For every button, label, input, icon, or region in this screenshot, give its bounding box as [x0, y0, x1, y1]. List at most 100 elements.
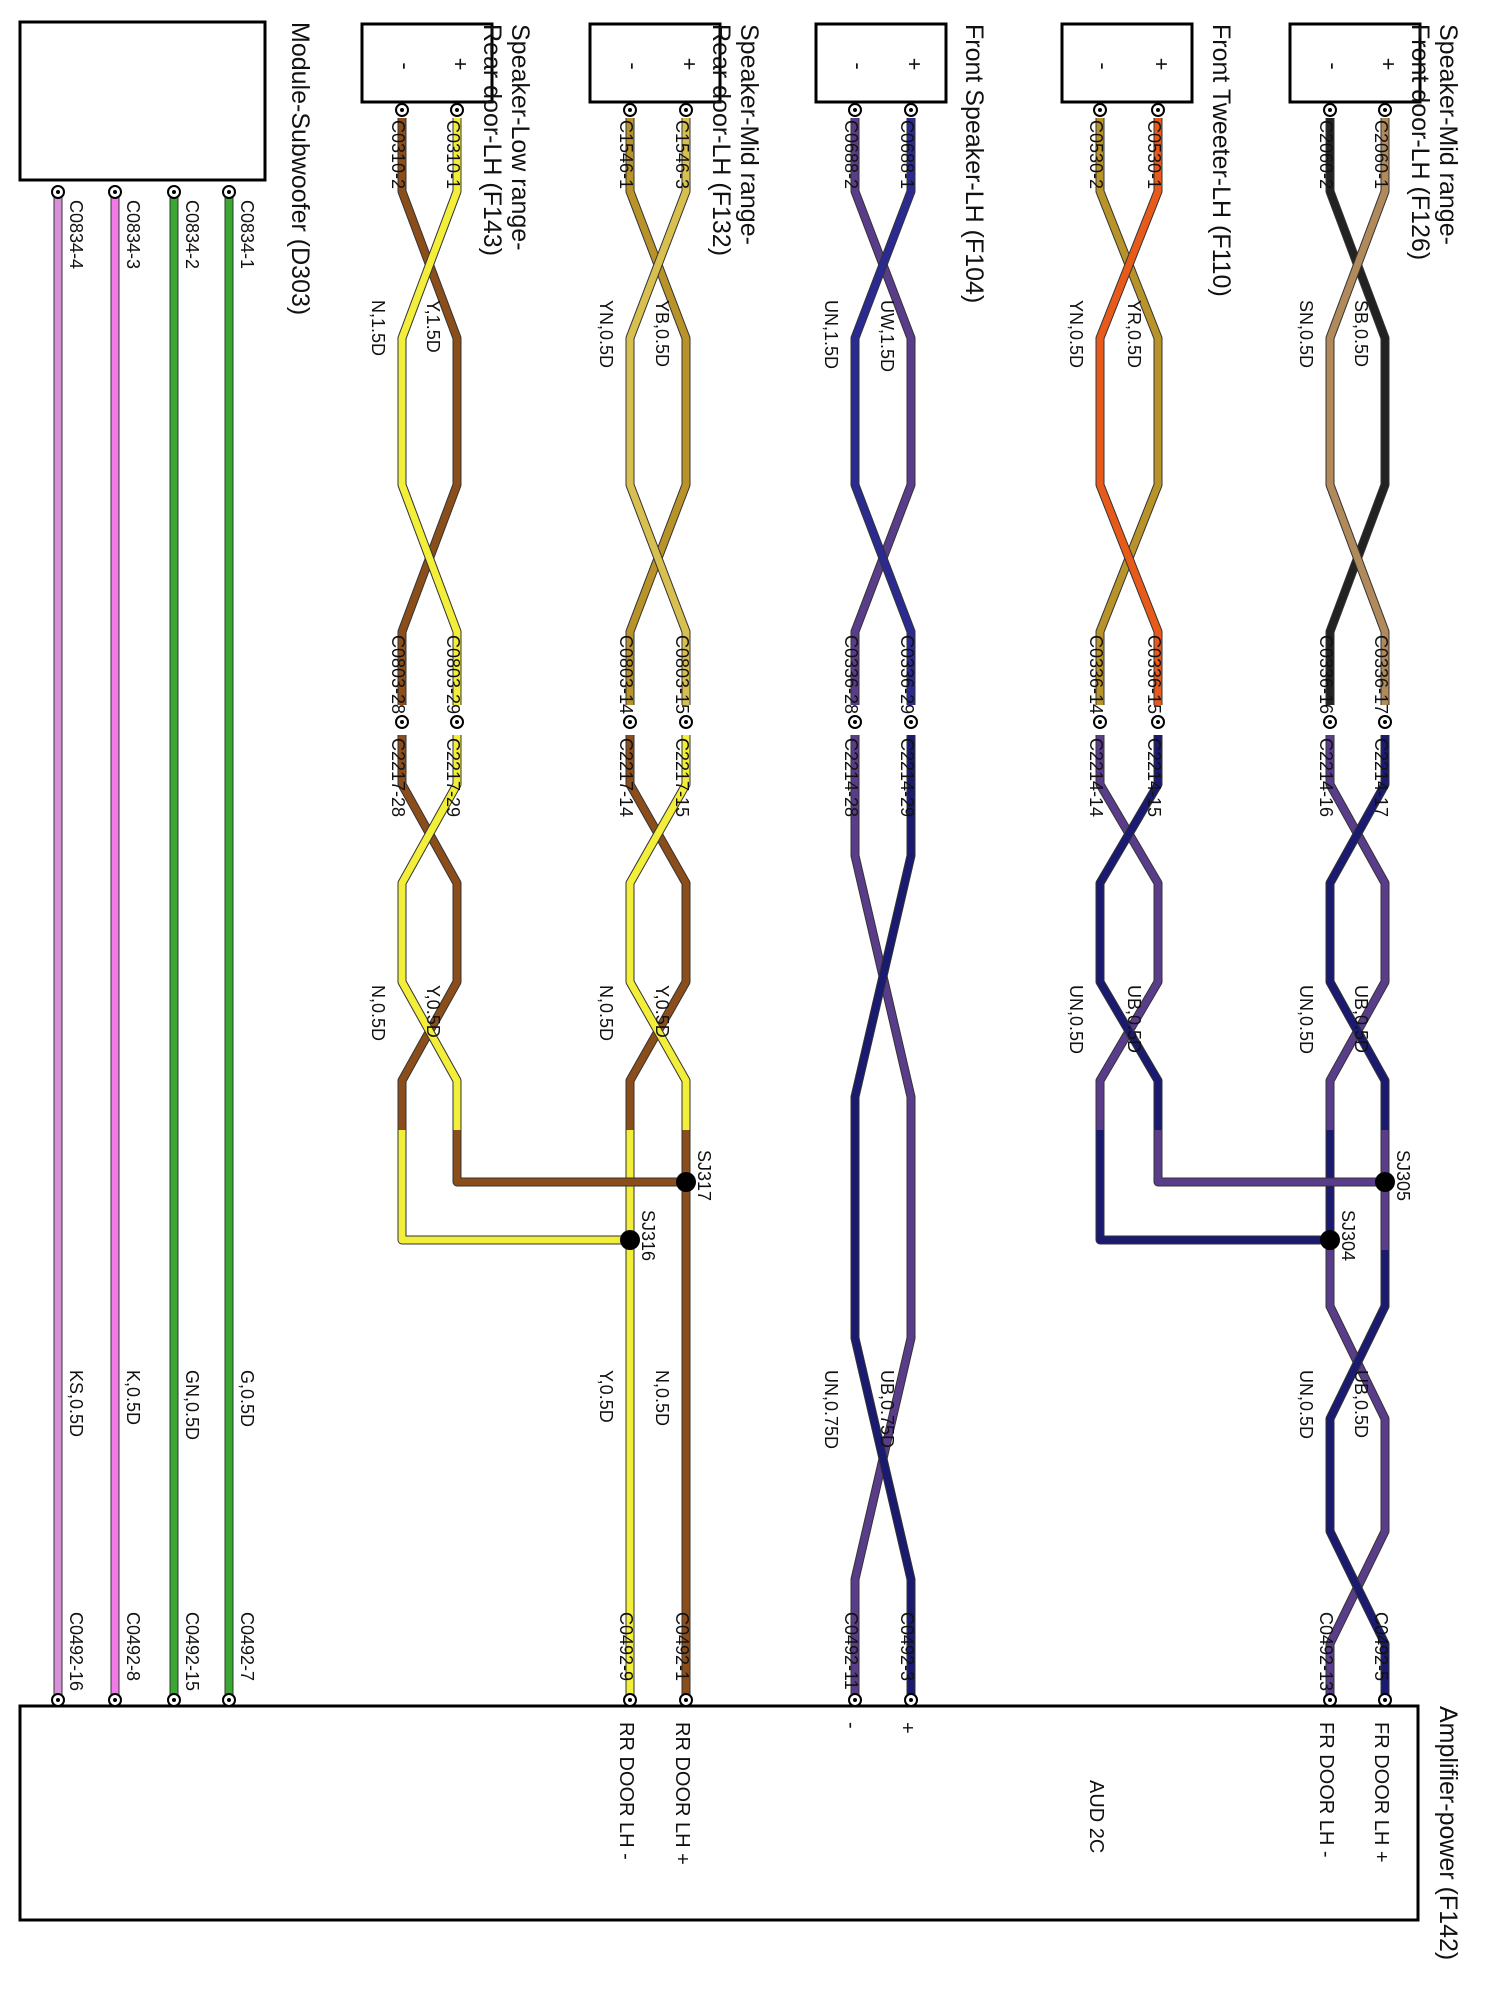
speaker-2-wire3-plus-label: UB,0.75D: [877, 1370, 897, 1448]
speaker-2-inline-pin-minus-dot: [853, 720, 857, 724]
speaker-4-conn-plus: C0310-1: [443, 120, 463, 189]
speaker-4-join-minus: [398, 1130, 630, 1244]
speaker-4-run1-plus: [398, 118, 461, 705]
speaker-1-inline-plus: C0336-15: [1144, 635, 1164, 714]
speaker-1-wire1-plus-label: YR,0.5D: [1124, 300, 1144, 368]
speaker-box-1: [1060, 22, 1194, 104]
speaker-0-wire3-minus-label: UN,0.5D: [1296, 1370, 1316, 1439]
speaker-4-inline2-minus: C2217-28: [388, 738, 408, 817]
subwoofer-conn-3: C0834-4: [66, 200, 86, 269]
subwoofer-pin-2-dot: [113, 190, 117, 194]
speaker-0-wire1-plus-label: SB,0.5D: [1351, 300, 1371, 367]
splice-sj316: [620, 1230, 640, 1250]
speaker-1-join-plus: [1154, 1130, 1385, 1186]
speaker-2-plus-sign: +: [902, 58, 927, 71]
speaker-3-title-line2: Rear door-LH (F132): [707, 24, 735, 256]
speaker-0-pin-minus-dot: [1328, 108, 1332, 112]
speaker-2-amp-pin-minus-dot: [853, 1698, 857, 1702]
speaker-1-run2-plus: [1096, 735, 1162, 1130]
speaker-0-plus-sign: +: [1376, 58, 1401, 71]
speaker-1-pin-plus-dot: [1156, 108, 1160, 112]
speaker-2-inline-plus: C0336-29: [897, 635, 917, 714]
speaker-3-run1-plus: [626, 118, 690, 705]
speaker-0-inline2-plus: C2214-17: [1371, 738, 1391, 817]
subwoofer-amp-pin-1-dot: [172, 1698, 176, 1702]
speaker-1-minus-sign: -: [1091, 62, 1116, 69]
speaker-2-wire1-minus-label: UN,1.5D: [821, 300, 841, 369]
speaker-0-conn-minus: C2060-2: [1316, 120, 1336, 189]
speaker-3-inline2-plus: C2217-15: [672, 738, 692, 817]
amplifier-code: AUD 2C: [1085, 1780, 1107, 1853]
amplifier-pin-label-5: RR DOOR LH -: [615, 1722, 637, 1860]
speaker-2-conn-minus: C0688-2: [841, 120, 861, 189]
speaker-0-wire2-plus-label: UB,0.5D: [1351, 985, 1371, 1053]
speaker-4-run2-plus: [398, 735, 461, 1130]
speaker-0-run2-minus: [1326, 735, 1389, 1130]
subwoofer-conn-1: C0834-2: [182, 200, 202, 269]
speaker-4-inline2-plus: C2217-29: [443, 738, 463, 817]
speaker-4-join-plus: [453, 1130, 686, 1186]
splice-sj317: [676, 1172, 696, 1192]
speaker-1-inline-pin-plus-dot: [1156, 720, 1160, 724]
speaker-3-conn-plus: C1546-3: [672, 120, 692, 189]
speaker-1-wire2-minus-label: UN,0.5D: [1066, 985, 1086, 1054]
speaker-3-conn-minus: C1546-1: [616, 120, 636, 189]
speaker-3-pin-plus-dot: [684, 108, 688, 112]
amplifier-pin-label-0: FR DOOR LH +: [1370, 1722, 1392, 1863]
speaker-2-run1-minus: [851, 118, 915, 705]
speaker-2-conn-plus: C0688-1: [897, 120, 917, 189]
speaker-3-inline2-minus: C2217-14: [616, 738, 636, 817]
subwoofer-amp-conn-3: C0492-16: [66, 1612, 86, 1691]
speaker-0-inline-plus: C0336-17: [1371, 635, 1391, 714]
splice-sj305: [1375, 1172, 1395, 1192]
speaker-4-run2-minus: [398, 735, 461, 1130]
speaker-2-inline-minus: C0336-28: [841, 635, 861, 714]
speaker-3-wire1-plus-label: YB,0.5D: [652, 300, 672, 367]
speaker-3-amp-pin-plus-dot: [684, 1698, 688, 1702]
speaker-4-wire2-plus-label: Y,0.5D: [423, 985, 443, 1038]
speaker-0-title-line2: Front door-LH (F126): [1406, 24, 1434, 260]
speaker-1-conn-minus: C0530-2: [1086, 120, 1106, 189]
speaker-3-wire2-minus-label: N,0.5D: [596, 985, 616, 1041]
speaker-4-wire1-minus-label: N,1.5D: [368, 300, 388, 356]
speaker-2-title-line1: Front Speaker-LH (F104): [960, 24, 988, 303]
speaker-1-run1-plus: [1096, 118, 1162, 705]
subwoofer-amp-conn-0: C0492-7: [237, 1612, 257, 1681]
subwoofer-wire-2-label: K,0.5D: [123, 1370, 143, 1425]
speaker-0-run1-minus: [1326, 118, 1389, 705]
labels-layer: Speaker-Mid range-Front door-LH (F126) + -…: [51, 22, 1462, 1960]
subwoofer-pin-3-dot: [56, 190, 60, 194]
subwoofer-pin-1-dot: [172, 190, 176, 194]
splice-sj317-label: SJ317: [694, 1150, 714, 1201]
speaker-0-amp-plus: C0492-5: [1371, 1612, 1391, 1681]
splice-sj304-label: SJ304: [1338, 1210, 1358, 1261]
speaker-4-minus-sign: -: [393, 62, 418, 69]
speaker-3-amp-plus: C0492-1: [672, 1612, 692, 1681]
speaker-1-inline-pin-minus-dot: [1098, 720, 1102, 724]
speaker-4-inline-plus: C0803-29: [443, 635, 463, 714]
speaker-2-wire1-plus-label: UW,1.5D: [877, 300, 897, 372]
speaker-1-title-line1: Front Tweeter-LH (F110): [1207, 24, 1235, 297]
speaker-4-conn-minus: C0310-2: [388, 120, 408, 189]
speaker-3-wire3-minus-label: Y,0.5D: [596, 1370, 616, 1423]
amplifier-title: Amplifier-power (F142): [1434, 1706, 1462, 1960]
speaker-0-minus-sign: -: [1321, 62, 1346, 69]
speaker-box-3: [588, 22, 722, 104]
splice-sj304: [1320, 1230, 1340, 1250]
speaker-3-wire1-minus-label: YN,0.5D: [596, 300, 616, 368]
speaker-3-inline-minus: C0803-14: [616, 635, 636, 714]
speaker-4-inline-pin-minus-dot: [400, 720, 404, 724]
speaker-1-wire1-minus-label: YN,0.5D: [1066, 300, 1086, 368]
subwoofer-amp-conn-1: C0492-15: [182, 1612, 202, 1691]
speaker-4-pin-plus-dot: [455, 108, 459, 112]
splice-sj316-label: SJ316: [638, 1210, 658, 1261]
speaker-2-run3-minus: [851, 735, 915, 1700]
speaker-3-inline-plus: C0803-15: [672, 635, 692, 714]
wires-layer: [53, 118, 1390, 1700]
speaker-4-run1-minus: [398, 118, 461, 705]
speaker-0-title-line1: Speaker-Mid range-: [1434, 24, 1462, 245]
speaker-3-inline-pin-minus-dot: [628, 720, 632, 724]
speaker-2-pin-plus-dot: [909, 108, 913, 112]
subwoofer-amp-pin-0-dot: [227, 1698, 231, 1702]
